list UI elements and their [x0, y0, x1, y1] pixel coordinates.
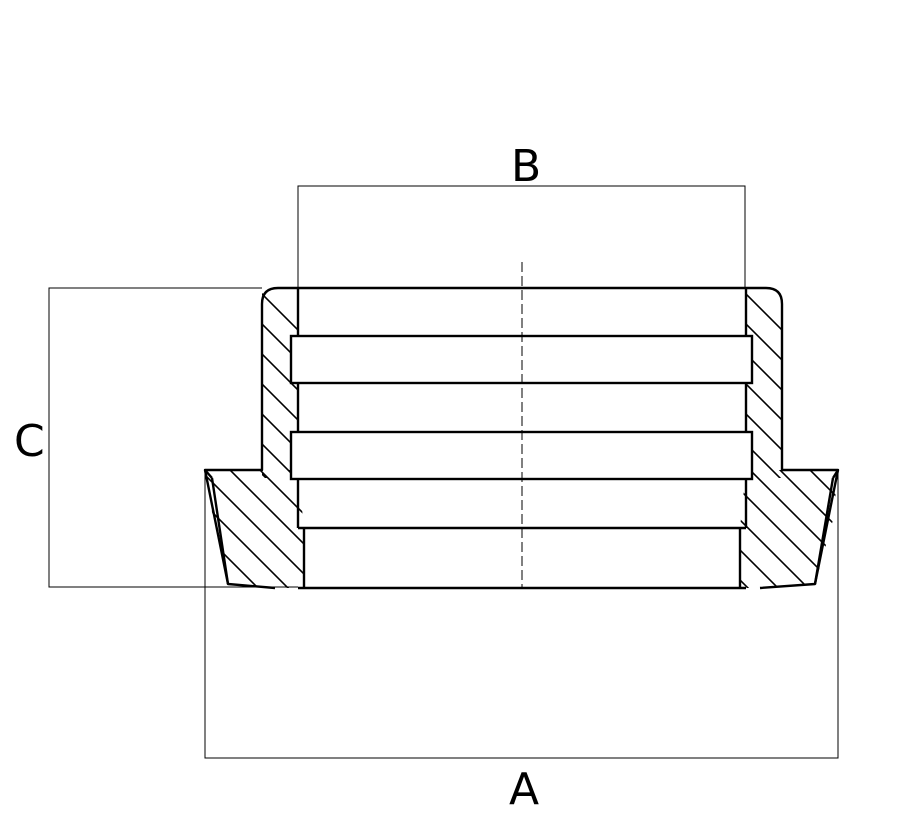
hatch-left-upper [262, 288, 298, 478]
dimension-c-lines [48, 287, 298, 588]
hatch-right-upper [746, 288, 782, 478]
dimension-a-lines [204, 470, 839, 759]
dimension-c-label: C [14, 416, 45, 467]
dimension-a-label: A [509, 764, 540, 815]
hatch-right-flange [740, 470, 838, 588]
dimension-b-lines [297, 185, 746, 288]
dimension-b-label: B [511, 141, 542, 192]
